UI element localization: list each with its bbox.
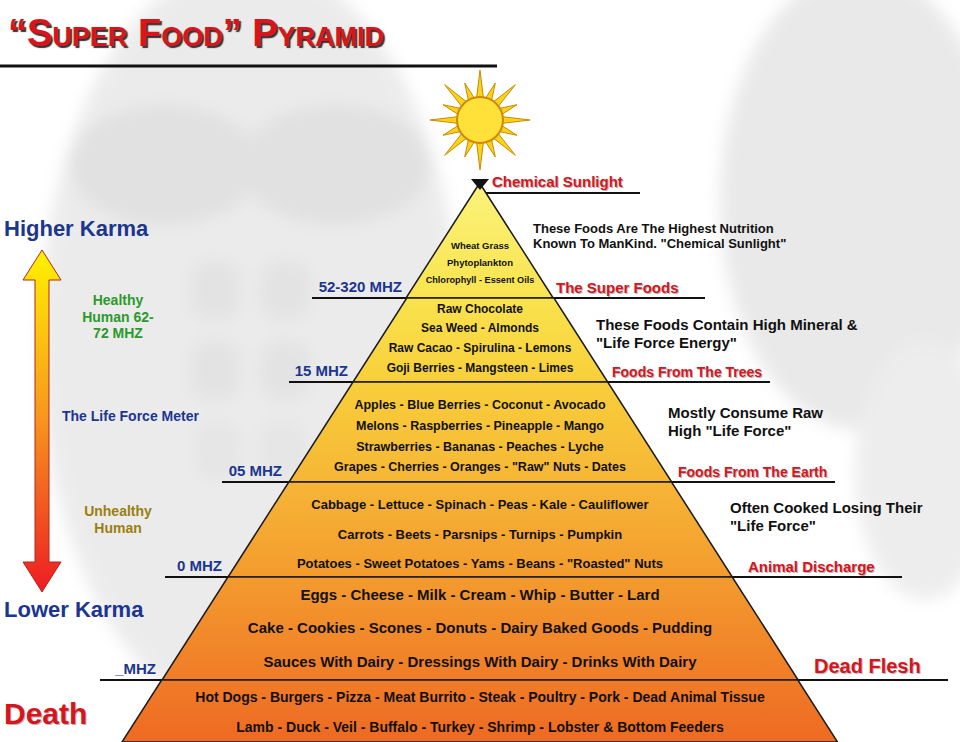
pyramid-tier: Eggs - Cheese - Milk - Cream - Whip - Bu…: [162, 577, 798, 680]
pyramid-tier: Raw ChocolateSea Weed - AlmondsRaw Cacao…: [353, 298, 608, 382]
scale-label: The Life Force Meter: [62, 408, 199, 425]
food-list: Chlorophyll - Essent Oils: [426, 275, 535, 286]
title-rule: [0, 65, 497, 68]
sun-ray: [501, 116, 530, 123]
food-list: Carrots - Beets - Parsnips - Turnips - P…: [338, 528, 622, 543]
tier-outline: [122, 680, 838, 742]
food-list: Sauces With Dairy - Dressings With Dairy…: [263, 653, 696, 670]
food-list: Goji Berries - Mangsteen - Limes: [387, 362, 574, 376]
food-list: Wheat Grass: [451, 241, 509, 252]
karma-label: Lower Karma: [4, 597, 143, 623]
note-text: These Foods Contain High Mineral & "Life…: [596, 316, 876, 351]
sun-symbol: [430, 70, 530, 170]
apex-label: Chemical Sunlight: [492, 173, 623, 191]
tier-outline: [353, 298, 608, 382]
torso-photo: [40, 0, 960, 720]
frequency-label: 52-320 MHZ: [319, 278, 402, 296]
frequency-label: 0 MHZ: [177, 557, 222, 575]
pyramid-tier: Wheat GrassPhytoplanktonChlorophyll - Es…: [406, 183, 553, 298]
scale-label: Unhealthy Human: [78, 503, 158, 536]
scale-label: Healthy Human 62-72 MHZ: [78, 292, 158, 342]
karma-label: Higher Karma: [4, 216, 148, 242]
frequency-label: 05 MHZ: [229, 462, 282, 480]
food-list: Grapes - Cherries - Oranges - "Raw" Nuts…: [334, 460, 626, 474]
note-text: Often Cooked Losing Their "Life Force": [730, 499, 942, 534]
apex-marker: [471, 179, 489, 190]
title: “Super Food” Pyramid: [8, 12, 384, 56]
food-list: Cake - Cookies - Scones - Donuts - Dairy…: [248, 619, 712, 636]
tier-annotation: Dead Flesh: [814, 655, 921, 679]
food-list: Apples - Blue Berries - Coconut - Avocad…: [354, 398, 605, 412]
tier-annotation: Animal Discharge: [748, 558, 875, 576]
tier-outline: [289, 382, 672, 482]
sun-ray: [430, 116, 459, 123]
note-text: These Foods Are The Highest Nutrition Kn…: [533, 221, 795, 252]
food-list: Melons - Raspberries - Pineapple - Mango: [356, 419, 604, 433]
food-list: Eggs - Cheese - Milk - Cream - Whip - Bu…: [300, 586, 659, 603]
note-text: Mostly Consume Raw High "Life Force": [668, 404, 840, 439]
food-list: Potatoes - Sweet Potatoes - Yams - Beans…: [297, 557, 663, 572]
food-list: Raw Chocolate: [437, 303, 523, 317]
label-rule: [485, 192, 640, 194]
pyramid-tier: Apples - Blue Berries - Coconut - Avocad…: [289, 382, 672, 482]
food-list: Cabbage - Lettuce - Spinach - Peas - Kal…: [311, 498, 648, 513]
tier-outline: [406, 183, 553, 298]
food-list: Lamb - Duck - Veil - Buffalo - Turkey - …: [236, 719, 723, 735]
sun-ray: [476, 70, 483, 99]
tier-outline: [162, 577, 798, 680]
tier-annotation: Foods From The Earth: [678, 464, 827, 481]
tier-annotation: The Super Foods: [556, 279, 679, 297]
pyramid-tier: Cabbage - Lettuce - Spinach - Peas - Kal…: [228, 482, 732, 577]
food-list: Phytoplankton: [447, 258, 513, 269]
life-force-arrow: [23, 250, 61, 592]
food-list: Hot Dogs - Burgers - Pizza - Meat Burrit…: [195, 689, 764, 705]
pyramid-tier: Hot Dogs - Burgers - Pizza - Meat Burrit…: [122, 680, 838, 742]
tier-annotation: Foods From The Trees: [612, 364, 762, 381]
food-list: Sea Weed - Almonds: [421, 322, 539, 336]
food-list: Strawberries - Bananas - Peaches - Lyche: [356, 440, 604, 454]
sun-ray: [476, 141, 483, 170]
tier-outline: [228, 482, 732, 577]
death-label: Death: [4, 696, 87, 731]
frequency-label: 15 MHZ: [295, 362, 348, 380]
food-list: Raw Cacao - Spirulina - Lemons: [389, 342, 572, 356]
frequency-label: _MHZ: [115, 660, 156, 678]
